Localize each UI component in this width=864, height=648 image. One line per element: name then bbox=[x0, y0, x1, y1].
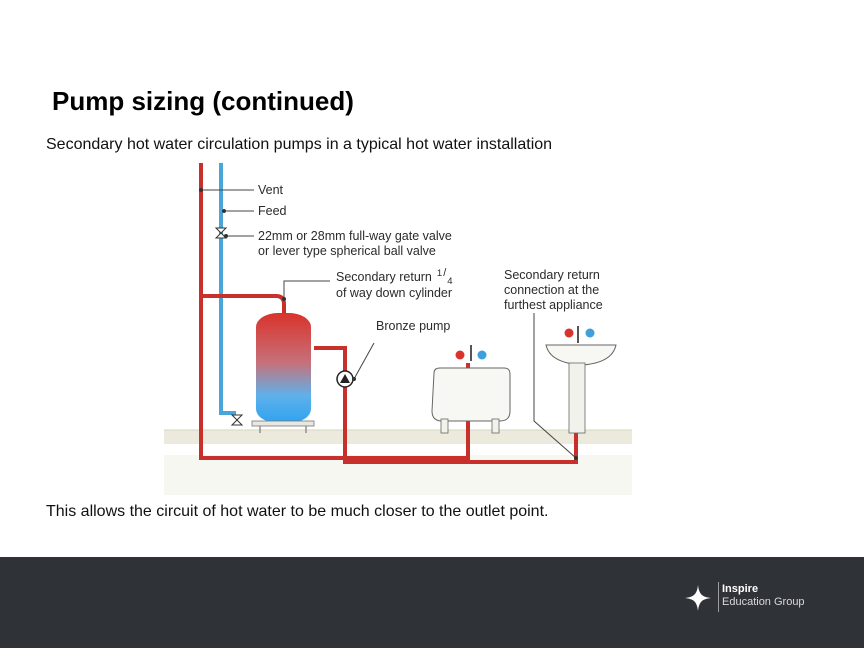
logo-divider bbox=[718, 582, 719, 612]
hot-water-diagram: Vent Feed 22mm or 28mm full-way gate val… bbox=[164, 163, 632, 495]
basin-pedestal bbox=[568, 362, 586, 434]
bath-hot-tap-icon bbox=[455, 350, 465, 360]
secondary-return-label-line2: of way down cylinder bbox=[336, 286, 452, 300]
hot-flow-pipe bbox=[201, 294, 286, 315]
vent-label: Vent bbox=[258, 183, 284, 197]
slide-caption: This allows the circuit of hot water to … bbox=[46, 503, 549, 520]
bath-cold-tap-icon bbox=[477, 350, 487, 360]
slide-title: Pump sizing (continued) bbox=[52, 86, 354, 116]
basin-cold-tap-icon bbox=[585, 328, 595, 338]
brand-tagline: Education Group bbox=[722, 596, 805, 608]
floor bbox=[164, 430, 632, 444]
bath bbox=[431, 367, 511, 422]
basin-hot-tap-icon bbox=[564, 328, 574, 338]
hot-vent-pipe bbox=[199, 163, 470, 460]
far-return-label-line2: connection at the bbox=[504, 283, 599, 297]
valve-label-line1: 22mm or 28mm full-way gate valve bbox=[258, 229, 452, 243]
drain-valve-icon bbox=[230, 414, 244, 426]
cylinder-base bbox=[251, 420, 315, 427]
far-return-label-line1: Secondary return bbox=[504, 268, 600, 282]
hot-water-cylinder bbox=[256, 313, 311, 423]
footer-bar bbox=[0, 557, 864, 648]
cold-feed-pipe bbox=[219, 163, 236, 415]
slide-subtitle: Secondary hot water circulation pumps in… bbox=[46, 136, 553, 153]
star-icon bbox=[685, 585, 711, 611]
valve-label-line2: or lever type spherical ball valve bbox=[258, 244, 436, 258]
secondary-return-pipe bbox=[314, 346, 578, 464]
brand-name: Inspire bbox=[722, 583, 759, 595]
inspire-logo: Inspire Education Group bbox=[684, 582, 824, 614]
wash-basin bbox=[545, 344, 617, 366]
far-return-label-line3: furthest appliance bbox=[504, 298, 603, 312]
feed-label: Feed bbox=[258, 204, 287, 218]
gate-valve-icon bbox=[214, 227, 228, 239]
bronze-pump-label: Bronze pump bbox=[376, 319, 450, 333]
